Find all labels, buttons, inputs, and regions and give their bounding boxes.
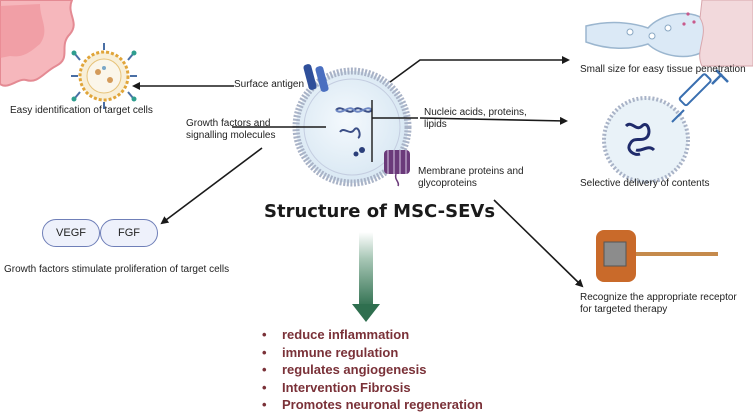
arrow-to-growth-factors xyxy=(160,147,263,225)
benefit-item: regulates angiogenesis xyxy=(262,361,483,379)
membrane-proteins-label: Membrane proteins and glycoproteins xyxy=(418,166,524,189)
tissue-penetration-illustration xyxy=(585,0,753,67)
benefits-list: reduce inflammation immune regulation re… xyxy=(262,326,483,414)
arrow-to-small-size xyxy=(389,56,570,83)
small-vesicle-icon xyxy=(71,43,137,109)
benefit-item: immune regulation xyxy=(262,344,483,362)
receptor-label: Recognize the appropriate receptor for t… xyxy=(580,292,737,315)
identification-label: Easy identification of target cells xyxy=(10,105,153,116)
fgf-pill: FGF xyxy=(100,219,158,247)
membrane-protein-icon xyxy=(384,150,410,187)
growth-stimulation-label: Growth factors stimulate proliferation o… xyxy=(4,264,230,275)
benefit-item: reduce inflammation xyxy=(262,326,483,344)
benefit-item: Intervention Fibrosis xyxy=(262,379,483,397)
nucleic-acids-label: Nucleic acids, proteins, lipids xyxy=(424,107,527,130)
central-vesicle xyxy=(292,64,412,187)
receptor-illustration xyxy=(596,230,718,282)
target-cell-illustration xyxy=(0,0,137,109)
surface-antigen-icon xyxy=(303,64,329,92)
downward-effect-arrow xyxy=(352,232,380,322)
vegf-pill: VEGF xyxy=(42,219,100,247)
arrow-to-selective-delivery xyxy=(419,116,568,125)
diagram-title: Structure of MSC-SEVs xyxy=(264,201,496,222)
surface-antigen-label: Surface antigen xyxy=(234,79,305,90)
benefit-item: Promotes neuronal regeneration xyxy=(262,396,483,414)
selective-delivery-illustration xyxy=(602,69,729,184)
arrow-to-receptor xyxy=(493,199,584,288)
growth-factors-label: Growth factors and signalling molecules xyxy=(186,118,276,141)
syringe-icon xyxy=(671,69,729,123)
small-size-label: Small size for easy tissue penetration xyxy=(580,64,746,75)
selective-delivery-label: Selective delivery of contents xyxy=(580,178,710,189)
dna-icon xyxy=(335,107,373,113)
